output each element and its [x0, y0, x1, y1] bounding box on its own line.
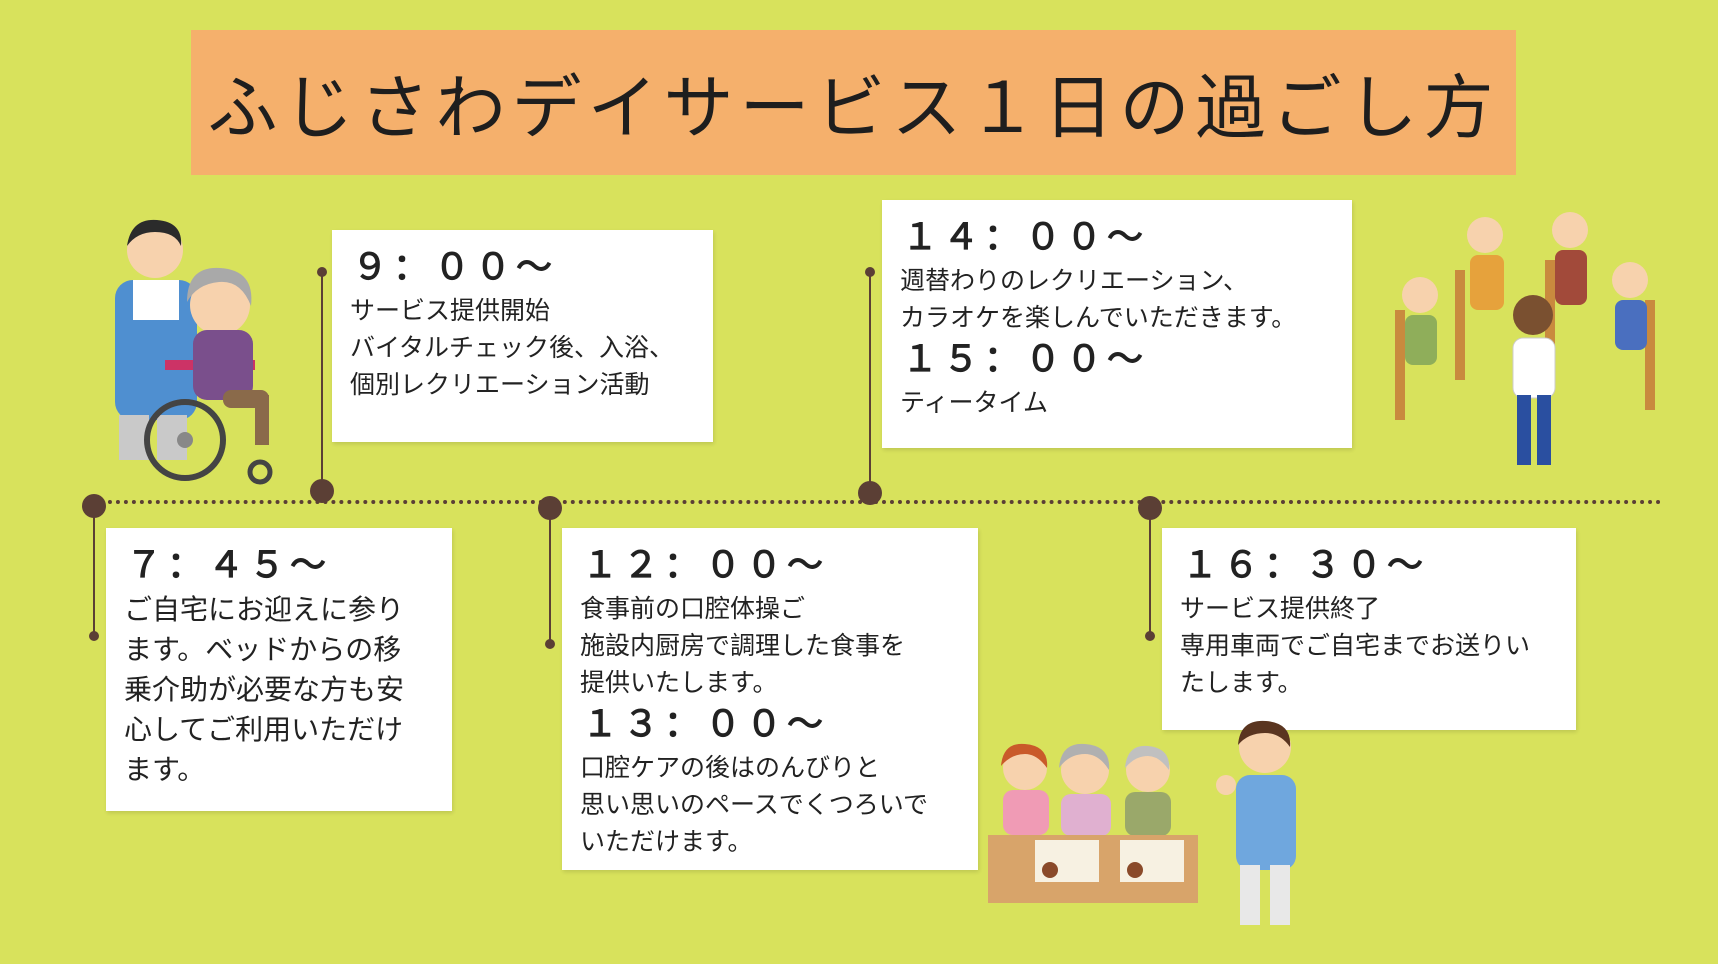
- title-banner: ふじさわデイサービス１日の過ごし方: [191, 30, 1516, 175]
- description: 口腔ケアの後はのんびりと 思い思いのペースでくつろいで いただけます。: [580, 753, 929, 856]
- staff-thumbs-up-illustration: [1216, 720, 1296, 925]
- time-label: ９：００〜: [352, 247, 558, 288]
- card-0745: ７：４５〜 ご自宅にお迎えに参り ます。ベッドからの移 乗介助が必要な方も安 心…: [106, 528, 452, 811]
- description: ご自宅にお迎えに参り ます。ベッドからの移 乗介助が必要な方も安 心してご利用い…: [124, 593, 405, 786]
- stem-1200: [549, 508, 551, 644]
- time-label: １６：３０〜: [1182, 545, 1429, 586]
- time-label: ７：４５〜: [126, 545, 332, 586]
- description: サービス提供終了 専用車両でご自宅までお送りい たします。: [1180, 594, 1531, 697]
- stem-1630: [1149, 508, 1151, 636]
- stem-1400: [869, 272, 871, 494]
- card-1200-1300: １２：００〜 食事前の口腔体操ご 施設内厨房で調理した食事を 提供いたします。 …: [562, 528, 978, 870]
- time-label: １５：００〜: [902, 339, 1149, 380]
- stem-0900: [321, 272, 323, 492]
- stem-end-1200: [545, 639, 555, 649]
- description: 食事前の口腔体操ご 施設内厨房で調理した食事を 提供いたします。: [580, 594, 906, 697]
- caregiver-wheelchair-illustration: [115, 219, 273, 485]
- description: サービス提供開始 バイタルチェック後、入浴、 個別レクリエーション活動: [350, 296, 675, 399]
- meal-group-illustration: [988, 743, 1198, 903]
- stem-end-0900: [317, 267, 327, 277]
- description: 週替わりのレクリエーション、 カラオケを楽しんでいただきます。: [900, 266, 1297, 332]
- stem-end-1400: [865, 267, 875, 277]
- stem-0745: [93, 506, 95, 636]
- page-title: ふじさわデイサービス１日の過ごし方: [207, 67, 1500, 149]
- card-1630: １６：３０〜 サービス提供終了 専用車両でご自宅までお送りい たします。: [1162, 528, 1576, 730]
- time-label: １４：００〜: [902, 217, 1149, 258]
- card-0900: ９：００〜 サービス提供開始 バイタルチェック後、入浴、 個別レクリエーション活…: [332, 230, 713, 442]
- description: ティータイム: [900, 388, 1049, 417]
- stem-end-0745: [89, 631, 99, 641]
- time-label: １２：００〜: [582, 545, 829, 586]
- exercise-group-illustration: [1395, 212, 1655, 465]
- stem-end-1630: [1145, 631, 1155, 641]
- card-1400-1500: １４：００〜 週替わりのレクリエーション、 カラオケを楽しんでいただきます。 １…: [882, 200, 1352, 448]
- time-label: １３：００〜: [582, 704, 829, 745]
